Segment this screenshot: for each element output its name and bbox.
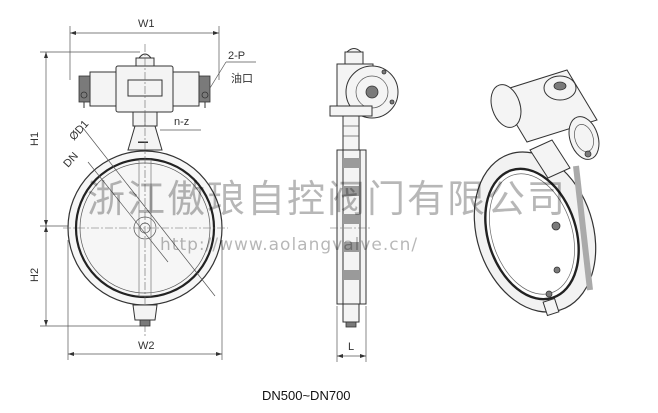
dim-d1-label: ØD1 bbox=[67, 118, 91, 143]
watermark-company: 浙江傲琅自控阀门有限公司 bbox=[87, 177, 567, 221]
isometric-view bbox=[473, 69, 600, 317]
side-indicator bbox=[344, 51, 364, 65]
dim-2p-label: 2-P bbox=[228, 50, 245, 62]
side-view: L bbox=[329, 48, 399, 362]
bottom-trunnion bbox=[132, 304, 158, 321]
svg-text:▬▬: ▬▬ bbox=[138, 139, 148, 145]
side-flange bbox=[329, 105, 373, 117]
iso-seat-ring bbox=[484, 167, 580, 301]
front-view: W1 H1 H2 ▬▬ bbox=[29, 18, 256, 360]
actuator-cylinder-left bbox=[89, 71, 117, 107]
iso-bottom-trunnion bbox=[542, 297, 560, 317]
iso-neck bbox=[529, 139, 571, 179]
iso-actuator-cap-left bbox=[490, 84, 522, 128]
caption: DN500~DN700 bbox=[262, 388, 351, 403]
side-neck bbox=[342, 115, 360, 151]
dim-w2-label: W2 bbox=[138, 340, 155, 352]
dim-l-label: L bbox=[348, 341, 354, 353]
dim-h1-label: H1 bbox=[29, 132, 41, 146]
oil-port-label: 油口 bbox=[231, 71, 253, 85]
dim-dn-label: DN bbox=[61, 150, 81, 170]
side-body bbox=[336, 149, 367, 305]
dim-nz-label: n-z bbox=[174, 116, 189, 128]
actuator-cylinder-right bbox=[172, 71, 200, 107]
watermark-url: http://www.aolangvalve.cn/ bbox=[160, 235, 418, 255]
dim-h2-label: H2 bbox=[29, 268, 41, 282]
side-bottom-trunnion bbox=[342, 303, 360, 323]
dim-w1-label: W1 bbox=[138, 18, 155, 30]
